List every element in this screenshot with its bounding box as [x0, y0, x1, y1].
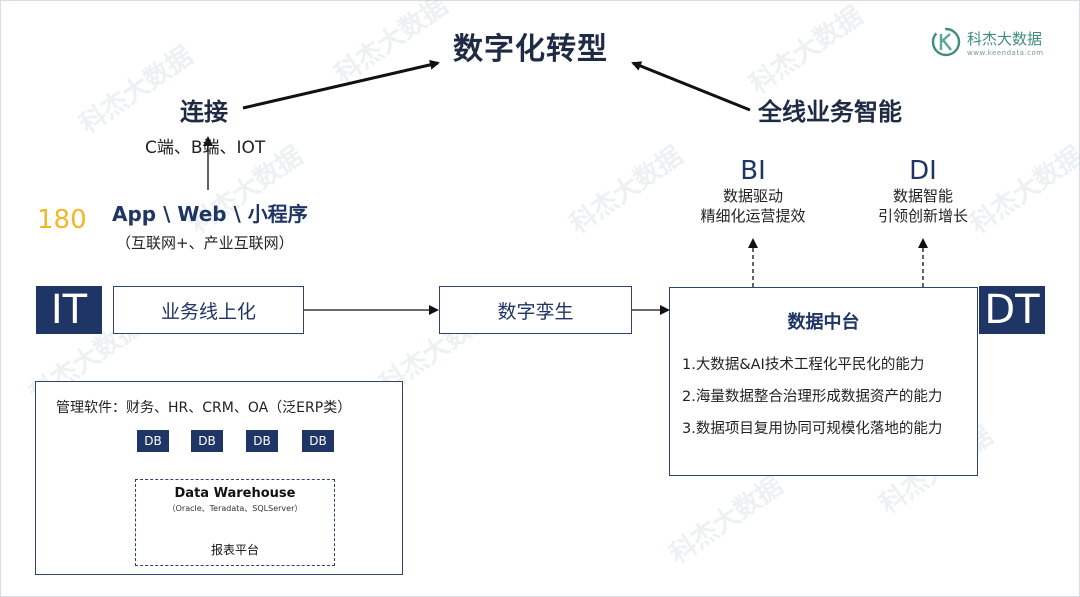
- page-title: 数字化转型: [453, 32, 608, 67]
- connect-targets: C端、B端、IOT: [145, 138, 266, 158]
- bi-block: BI 数据驱动 精细化运营提效: [683, 156, 823, 226]
- capability-item: 2.海量数据整合治理形成数据资产的能力: [682, 389, 943, 405]
- keendata-logo-icon: [931, 27, 961, 57]
- di-line2: 引领创新增长: [877, 207, 968, 225]
- data-warehouse-label: Data Warehouse: [174, 486, 296, 501]
- platform-capabilities: 1.大数据&AI技术工程化平民化的能力 2.海量数据整合治理形成数据资产的能力 …: [670, 354, 977, 450]
- management-software-label: 管理软件：财务、HR、CRM、OA（泛ERP类）: [56, 400, 352, 416]
- arrow-intel-to-title: [631, 61, 751, 112]
- logo-name: 科杰大数据: [967, 29, 1043, 48]
- arrow-connect-to-title: [242, 59, 440, 110]
- db-icon: DB: [246, 430, 278, 452]
- data-warehouse-sublabel: （Oracle、Teradata、SQLServer）: [167, 504, 303, 513]
- apps-label: App \ Web \ 小程序: [112, 202, 308, 226]
- bi-label: BI: [740, 156, 766, 186]
- step-digital-twin: 数字孪生: [439, 286, 632, 334]
- db-icon: DB: [137, 430, 169, 452]
- data-middle-platform: 数据中台 1.大数据&AI技术工程化平民化的能力 2.海量数据整合治理形成数据资…: [669, 287, 978, 476]
- db-icon: DB: [302, 430, 334, 452]
- capability-item: 1.大数据&AI技术工程化平民化的能力: [682, 357, 925, 373]
- data-warehouse-box: [135, 479, 335, 566]
- logo-url: www.keendata.com: [967, 48, 1044, 57]
- bi-line2: 精细化运营提效: [700, 207, 806, 225]
- di-block: DI 数据智能 引领创新增长: [853, 156, 993, 226]
- bi-era-box: [35, 381, 403, 575]
- dt-tag: DT: [979, 286, 1045, 334]
- logo: 科杰大数据 www.keendata.com: [930, 26, 1044, 58]
- intelligence-heading: 全线业务智能: [758, 98, 902, 126]
- db-icon: DB: [191, 430, 223, 452]
- bi-line1: 数据驱动: [722, 187, 783, 205]
- step-online-business: 业务线上化: [113, 286, 304, 334]
- di-label: DI: [909, 156, 937, 186]
- report-platform-label: 报表平台: [210, 543, 259, 557]
- apps-sublabel: （互联网+、产业互联网）: [116, 234, 294, 252]
- connect-heading: 连接: [180, 98, 228, 126]
- it-tag: IT: [36, 286, 102, 334]
- di-line1: 数据智能: [892, 187, 953, 205]
- capability-item: 3.数据项目复用协同可规模化落地的能力: [682, 421, 943, 437]
- platform-title: 数据中台: [787, 312, 860, 333]
- number-180: 180: [37, 205, 87, 235]
